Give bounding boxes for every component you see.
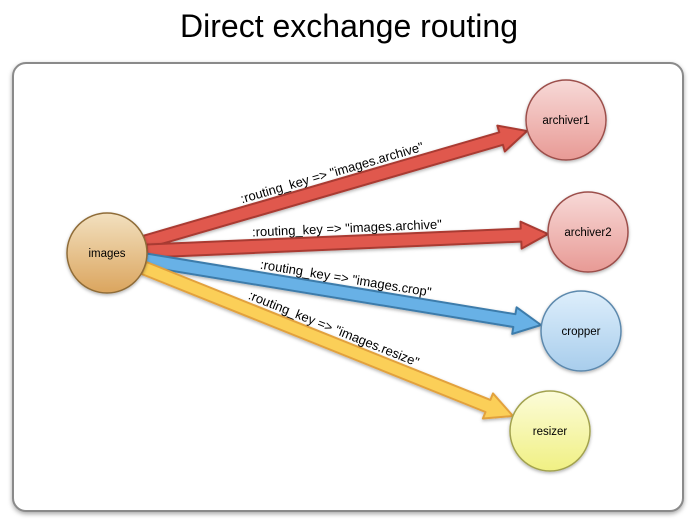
- queue-circle: [509, 390, 591, 472]
- exchange-node-images: images: [66, 212, 148, 294]
- queue-label: archiver2: [564, 227, 611, 239]
- queue-label: resizer: [533, 426, 568, 438]
- queue-node-archiver1: archiver1: [525, 79, 607, 161]
- queue-node-resizer: resizer: [509, 390, 591, 472]
- queue-circle: [525, 79, 607, 161]
- queue-node-archiver2: archiver2: [547, 191, 629, 273]
- arrow-shape: [143, 252, 542, 335]
- arrow-shape: [140, 261, 514, 420]
- exchange-circle: [66, 212, 148, 294]
- exchange-label: images: [88, 248, 125, 260]
- binding-arrow-archiver2: :routing_key => "images.archive": [145, 217, 549, 259]
- queue-label: cropper: [562, 326, 601, 338]
- page-title: Direct exchange routing: [180, 8, 518, 44]
- arrow-shape: [145, 220, 549, 259]
- arrow-shape: [142, 124, 528, 250]
- queue-circle: [547, 191, 629, 273]
- queue-label: archiver1: [542, 115, 589, 127]
- queue-circle: [540, 290, 622, 372]
- queue-node-cropper: cropper: [540, 290, 622, 372]
